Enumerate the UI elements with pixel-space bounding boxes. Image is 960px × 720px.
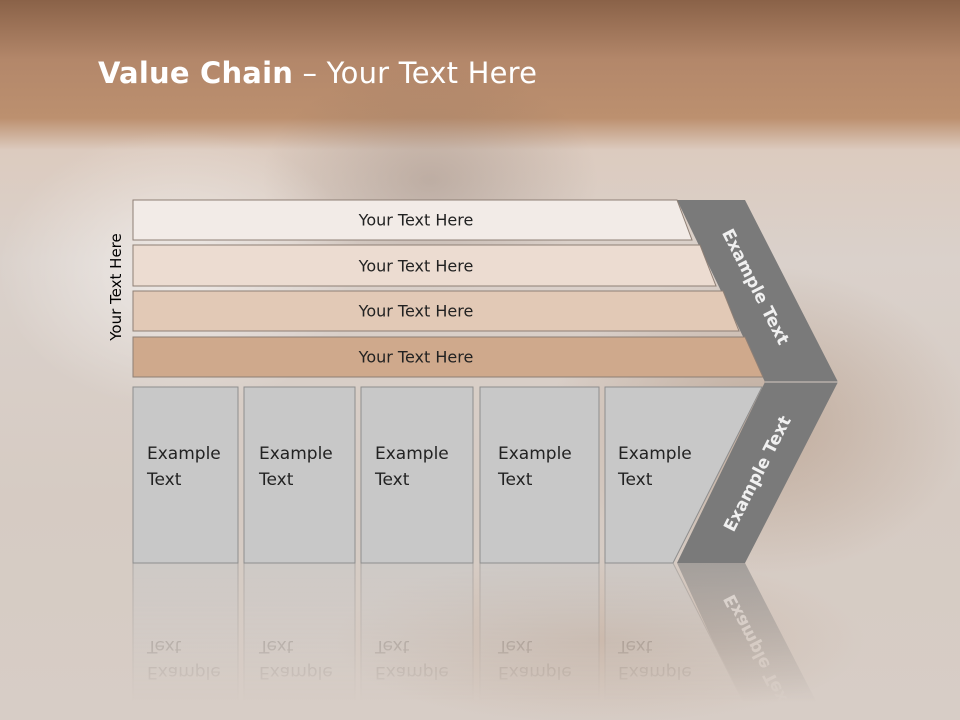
activity-box-1[interactable] [132, 386, 239, 564]
reflection-text-1: Example [147, 662, 221, 682]
slide-title[interactable]: Value Chain – Your Text Here [98, 56, 537, 90]
reflection-text-4b: Text [497, 636, 533, 656]
reflection-text-5: Example [618, 662, 692, 682]
reflection-text-3b: Text [374, 636, 410, 656]
reflection-box-1 [132, 562, 239, 720]
bar-2[interactable] [132, 244, 717, 287]
bar-3-label: Your Text Here [358, 302, 474, 321]
reflection-box-3 [360, 562, 474, 720]
box-4-line-1: Example [498, 444, 572, 464]
box-3-line-2: Text [374, 470, 410, 490]
box-1-line-1: Example [147, 444, 221, 464]
box-3-line-1: Example [375, 444, 449, 464]
box-1-line-2: Text [146, 470, 182, 490]
box-5-line-2: Text [617, 470, 653, 490]
bar-4-label: Your Text Here [358, 348, 474, 367]
reflection-box-2 [243, 562, 356, 720]
reflection-text-5b: Text [617, 636, 653, 656]
box-5-line-1: Example [618, 444, 692, 464]
reflection-text-3: Example [375, 662, 449, 682]
box-2-line-1: Example [259, 444, 333, 464]
bar-1-label: Your Text Here [358, 211, 474, 230]
bar-3[interactable] [132, 290, 740, 332]
reflection-text-1b: Text [146, 636, 182, 656]
box-2-line-2: Text [258, 470, 294, 490]
diagram-reflection: Example Text Example Text Example Text E… [132, 562, 826, 720]
activity-box-4[interactable] [479, 386, 600, 564]
title-bold: Value Chain [98, 56, 294, 90]
title-rest: – Your Text Here [293, 56, 538, 90]
bar-4[interactable] [132, 336, 764, 378]
reflection-text-2: Example [259, 662, 333, 682]
bar-1[interactable] [132, 199, 693, 241]
reflection-chevron [677, 563, 826, 720]
reflection-text-4: Example [498, 662, 572, 682]
box-4-line-2: Text [497, 470, 533, 490]
activity-box-3[interactable] [360, 386, 474, 564]
activity-box-2[interactable] [243, 386, 356, 564]
activity-box-5[interactable] [604, 386, 763, 564]
bar-2-label: Your Text Here [358, 257, 474, 276]
reflection-text-2b: Text [258, 636, 294, 656]
